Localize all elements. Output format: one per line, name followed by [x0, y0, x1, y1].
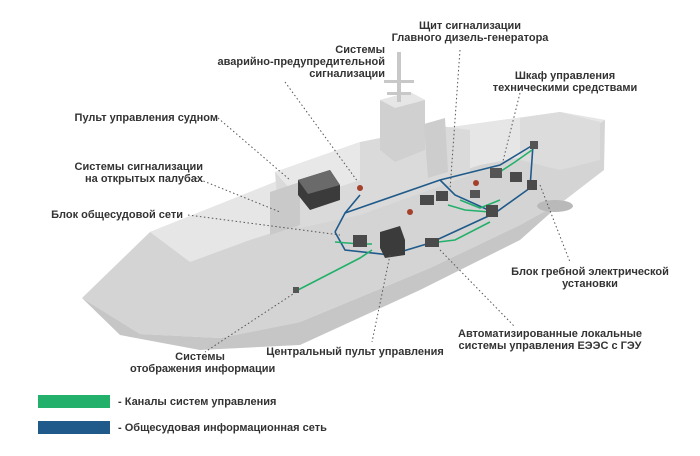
legend-text-control: - Каналы систем управления — [118, 396, 277, 408]
label-network-unit: Блок общесудовой сети — [51, 209, 183, 221]
legend-text-network: - Общесудовая информационная сеть — [118, 422, 327, 434]
legend-swatch-control — [38, 395, 110, 408]
label-emergency-alarm: Системы аварийно-предупредительной сигна… — [217, 44, 385, 80]
label-local-systems: Автоматизированные локальные системы упр… — [458, 328, 642, 352]
label-central-console: Центральный пульт управления — [266, 346, 444, 358]
equipment — [293, 141, 538, 293]
label-display-systems: Системы отображения информации — [130, 351, 276, 375]
legend-swatch-network — [38, 421, 110, 434]
ship-hull — [82, 52, 605, 350]
label-tech-cabinet: Шкаф управления техническими средствами — [492, 70, 638, 94]
leader-lines — [187, 49, 571, 353]
label-diesel-panel: Щит сигнализации Главного дизель-генерат… — [391, 20, 549, 44]
label-propulsion-unit: Блок гребной электрической установки — [511, 266, 669, 290]
label-deck-alarm: Системы сигнализации на открытых палубах — [74, 161, 203, 185]
label-ship-console: Пульт управления судном — [74, 112, 218, 124]
